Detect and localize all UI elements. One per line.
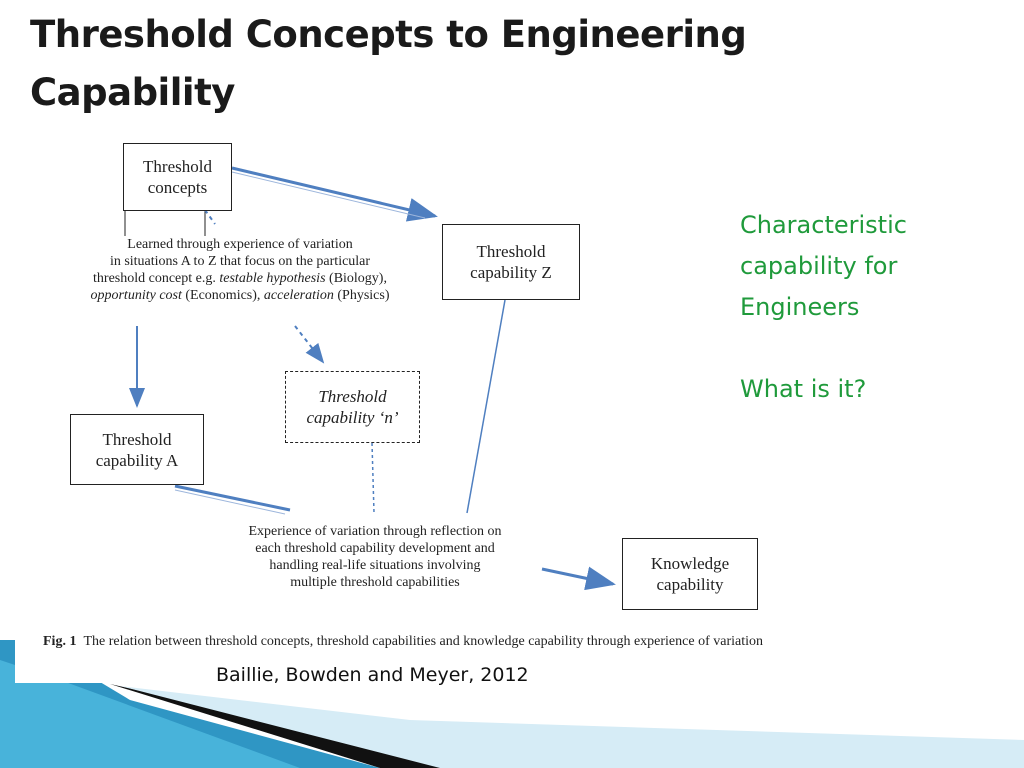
arrow-concepts-to-z bbox=[231, 166, 438, 222]
diagram-arrows bbox=[124, 166, 616, 591]
note-line: opportunity cost (Economics), accelerati… bbox=[90, 288, 390, 303]
figure-caption: Fig. 1 The relation between threshold co… bbox=[43, 632, 773, 651]
box-knowledge-capability: Knowledge capability bbox=[622, 538, 758, 610]
side-line: capability for bbox=[740, 252, 898, 280]
box-label: capability ‘n’ bbox=[306, 408, 399, 427]
box-label: capability A bbox=[95, 450, 179, 470]
box-label: capability Z bbox=[470, 263, 552, 282]
note-line: in situations A to Z that focus on the p… bbox=[109, 254, 371, 269]
arrow-shadow bbox=[231, 171, 426, 219]
line-n-to-reflection bbox=[371, 442, 375, 514]
side-line: Engineers bbox=[740, 293, 860, 321]
box-label: Threshold bbox=[143, 157, 212, 176]
box-label: Threshold bbox=[476, 242, 546, 261]
box-label: concepts bbox=[147, 178, 208, 197]
note-line: Learned through experience of variation bbox=[127, 237, 353, 252]
box-threshold-concepts: Threshold concepts bbox=[123, 143, 232, 211]
box-label: Threshold bbox=[102, 429, 172, 449]
slide-title: Threshold Concepts to Engineering Capabi… bbox=[30, 6, 830, 122]
box-label: Threshold bbox=[318, 387, 387, 406]
line-shadow bbox=[174, 489, 286, 515]
note-line: each threshold capability development an… bbox=[255, 541, 495, 556]
title-line-2: Capability bbox=[30, 71, 235, 114]
box-label: capability bbox=[656, 575, 724, 594]
side-line: Characteristic bbox=[740, 211, 907, 239]
box-threshold-capability-n: Threshold capability ‘n’ bbox=[285, 371, 420, 443]
caption-label: Fig. 1 bbox=[43, 634, 77, 649]
note-line: handling real-life situations involving bbox=[269, 558, 481, 573]
arrow-concepts-to-n bbox=[294, 325, 325, 364]
note-experience-of-variation: Experience of variation through reflecti… bbox=[210, 523, 540, 591]
box-label: Knowledge bbox=[650, 554, 730, 573]
line-z-to-reflection bbox=[466, 299, 506, 514]
arrow-reflection-to-knowledge bbox=[541, 566, 616, 591]
line-a-to-reflection bbox=[174, 484, 291, 512]
note-line: Experience of variation through reflecti… bbox=[248, 524, 502, 539]
note-learned-through-experience: Learned through experience of variation … bbox=[55, 236, 425, 304]
caption-text: The relation between threshold concepts,… bbox=[83, 634, 763, 649]
dashed-connector-top bbox=[204, 209, 216, 225]
note-line: threshold concept e.g. testable hypothes… bbox=[93, 271, 387, 286]
citation: Baillie, Bowden and Meyer, 2012 bbox=[216, 664, 529, 686]
title-line-1: Threshold Concepts to Engineering bbox=[30, 13, 747, 56]
note-line: multiple threshold capabilities bbox=[290, 575, 460, 590]
side-question: What is it? bbox=[740, 375, 867, 403]
box-threshold-capability-z: Threshold capability Z bbox=[442, 224, 580, 300]
side-text: Characteristic capability for Engineers … bbox=[740, 205, 980, 410]
